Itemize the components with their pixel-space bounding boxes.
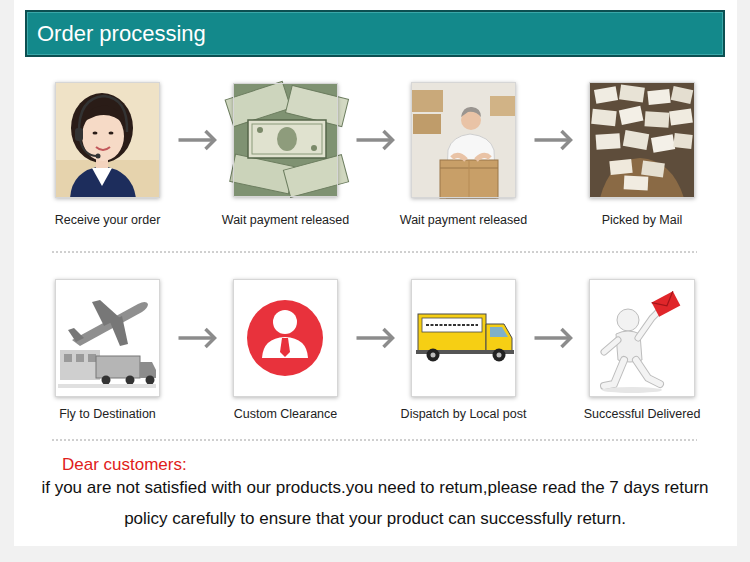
- separator-line: [52, 440, 697, 441]
- step-card: Picked by Mail: [589, 82, 695, 198]
- clearance-icon: [247, 300, 323, 376]
- greeting-note: Dear customers:: [62, 449, 187, 480]
- step-card: Receive your order: [55, 82, 160, 198]
- truck-picture: [416, 314, 514, 362]
- step-label: Custom Clearance: [234, 407, 338, 421]
- flow-arrow: [179, 329, 215, 347]
- step-label: Picked by Mail: [602, 213, 683, 227]
- step-label: Dispatch by Local post: [401, 407, 527, 421]
- step-card: Successful Delivered: [589, 279, 695, 397]
- step-label: Fly to Destination: [59, 407, 156, 421]
- operator-picture: [55, 82, 160, 198]
- flow-arrow: [357, 329, 393, 347]
- step-card: Wait payment released: [233, 83, 338, 197]
- flow-arrow: [535, 329, 571, 347]
- step-card: Wait payment released: [411, 82, 516, 198]
- return-note: if you are not satisfied with our produc…: [20, 472, 730, 534]
- separator-line: [52, 252, 697, 253]
- flow-arrow: [179, 131, 215, 149]
- step-label: Wait payment released: [222, 213, 349, 227]
- delivery-figure: [589, 279, 695, 397]
- title-text: Order processing: [37, 21, 206, 47]
- plane-truck-picture: [55, 279, 160, 397]
- step-card: Dispatch by Local post: [411, 279, 516, 397]
- money-picture: [225, 81, 348, 197]
- flow-arrow: [357, 131, 393, 149]
- step-label: Successful Delivered: [584, 407, 701, 421]
- step-label: Receive your order: [55, 213, 161, 227]
- packing-picture: [411, 82, 516, 198]
- step-label: Wait payment released: [400, 213, 527, 227]
- flow-arrow: [535, 131, 571, 149]
- step-card: Custom Clearance: [233, 279, 338, 397]
- title-band: Order processing: [25, 10, 725, 57]
- step-card: Fly to Destination: [55, 279, 160, 397]
- parcels-picture: [589, 82, 695, 198]
